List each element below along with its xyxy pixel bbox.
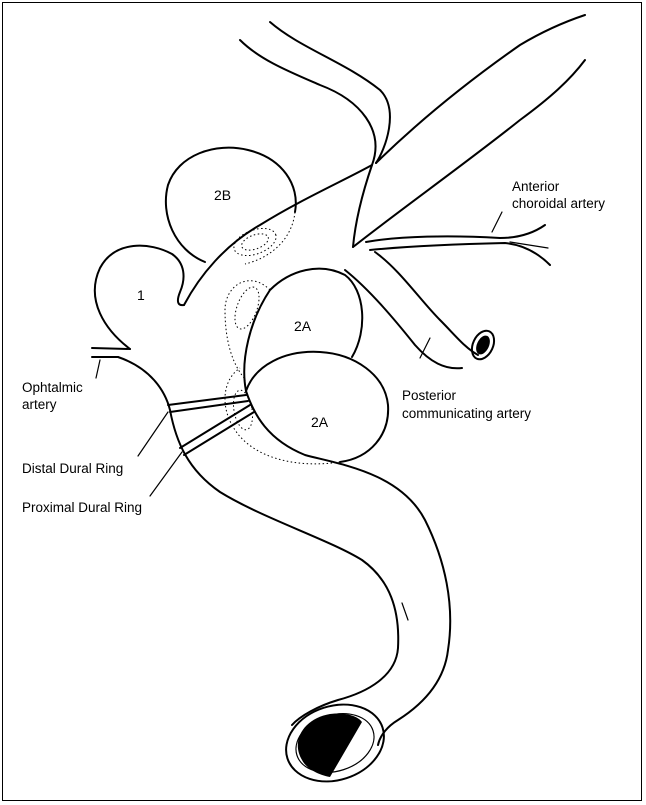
posterior-communicating-artery (345, 252, 498, 368)
label-proximal-dural-ring: Proximal Dural Ring (22, 500, 142, 515)
label-anterior-choroidal-2: choroidal artery (512, 196, 605, 211)
leader-ophthalmic (96, 360, 100, 378)
distal-dural-ring (168, 395, 248, 412)
aneurysm-2a-lower (225, 352, 388, 464)
label-posterior-communicating-2: communicating artery (402, 406, 531, 421)
label-aneurysm-1: 1 (137, 287, 145, 303)
ophthalmic-artery (92, 348, 130, 357)
label-aneurysm-2a-lower: 2A (311, 414, 329, 430)
supraclinoid-artery (184, 15, 585, 305)
label-aneurysm-2b: 2B (214, 187, 231, 203)
leader-anterior-choroidal (492, 212, 502, 232)
carotid-artery (118, 357, 450, 794)
label-aneurysm-2a-upper: 2A (294, 318, 312, 334)
label-anterior-choroidal-1: Anterior (512, 179, 560, 194)
proximal-dural-ring (180, 405, 254, 455)
label-distal-dural-ring: Distal Dural Ring (22, 461, 123, 476)
anterior-choroidal-artery (366, 225, 550, 265)
label-posterior-communicating-1: Posterior (402, 388, 457, 403)
leader-proximal-ring (150, 452, 182, 496)
label-ophthalmic-1: Ophtalmic (22, 380, 83, 395)
label-ophthalmic-2: artery (22, 397, 57, 412)
leader-distal-ring (138, 412, 168, 456)
